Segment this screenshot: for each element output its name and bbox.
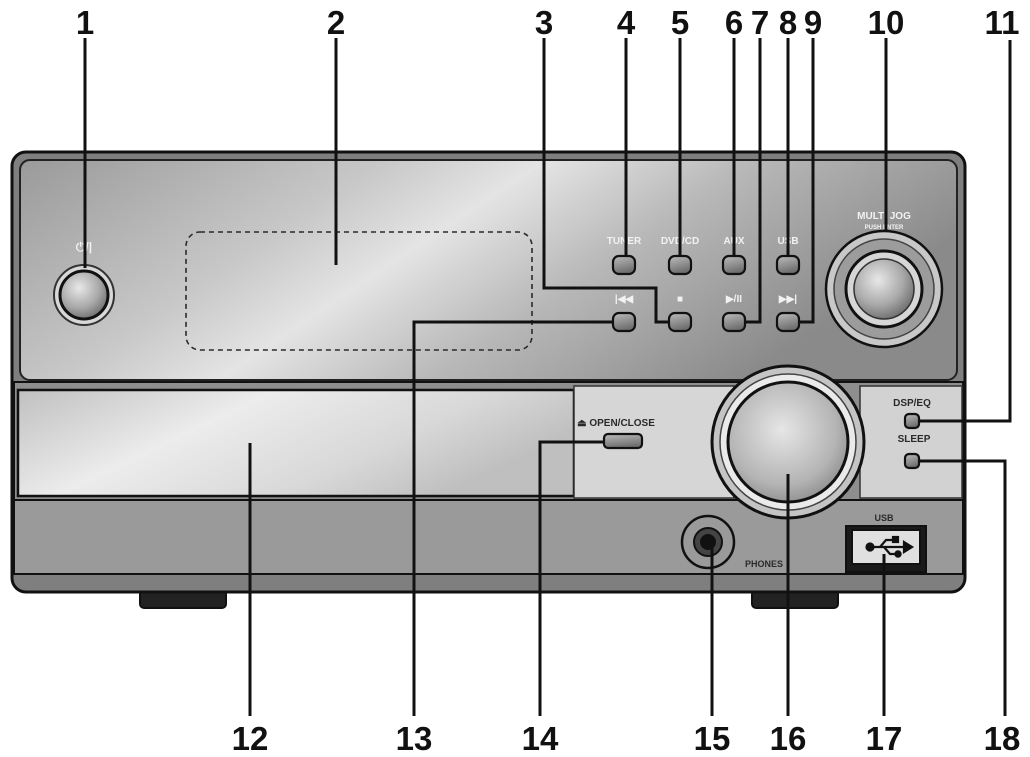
leader-lines — [83, 38, 1012, 716]
stop-label: ■ — [677, 294, 683, 305]
dvd-cd-button[interactable] — [667, 254, 693, 276]
callout-14: 14 — [522, 720, 559, 757]
callout-10: 10 — [868, 4, 905, 41]
dsp-eq-label: DSP/EQ — [893, 398, 931, 409]
callout-15: 15 — [694, 720, 731, 757]
callout-8: 8 — [779, 4, 797, 41]
prev-label: |◀◀ — [615, 294, 633, 305]
callout-3: 3 — [535, 4, 553, 41]
sleep-label: SLEEP — [898, 434, 931, 445]
open-close-button[interactable] — [602, 432, 644, 450]
open-close-label: ⏏ OPEN/CLOSE — [577, 418, 655, 429]
callout-9: 9 — [804, 4, 822, 41]
dsp-eq-button[interactable] — [903, 412, 921, 430]
next-button[interactable] — [775, 311, 801, 333]
callout-7: 7 — [751, 4, 769, 41]
play-pause-button[interactable] — [721, 311, 747, 333]
tuner-label: TUNER — [607, 236, 642, 247]
callout-12: 12 — [232, 720, 269, 757]
phones-label: PHONES — [745, 559, 783, 569]
usb-port-label: USB — [874, 513, 894, 523]
push-enter-label: PUSH ENTER — [865, 225, 904, 231]
multi-jog-label: MULTI JOG — [857, 211, 911, 222]
callout-11: 11 — [985, 4, 1020, 41]
callout-2: 2 — [327, 4, 345, 41]
aux-button[interactable] — [721, 254, 747, 276]
stop-button[interactable] — [667, 311, 693, 333]
phones-jack[interactable] — [680, 514, 736, 570]
callout-6: 6 — [725, 4, 743, 41]
prev-button[interactable] — [611, 311, 637, 333]
next-label: ▶▶| — [778, 294, 797, 305]
multi-jog-knob[interactable] — [824, 229, 944, 349]
usb-icon — [865, 535, 915, 558]
callout-4: 4 — [617, 4, 636, 41]
tuner-button[interactable] — [611, 254, 637, 276]
play-pause-label: ▶/II — [725, 294, 742, 305]
callout-17: 17 — [866, 720, 903, 757]
callout-numbers: 1 2 3 4 5 6 7 8 9 10 11 12 13 14 15 16 1… — [76, 4, 1021, 757]
callout-1: 1 — [76, 4, 94, 41]
sleep-button[interactable] — [903, 452, 921, 470]
callout-18: 18 — [984, 720, 1021, 757]
volume-knob[interactable] — [710, 364, 866, 520]
disc-tray[interactable] — [16, 388, 576, 498]
callout-16: 16 — [770, 720, 807, 757]
callout-13: 13 — [396, 720, 433, 757]
usb-button[interactable] — [775, 254, 801, 276]
power-button[interactable] — [53, 264, 115, 326]
top-control-panel — [19, 159, 958, 381]
callout-5: 5 — [671, 4, 689, 41]
